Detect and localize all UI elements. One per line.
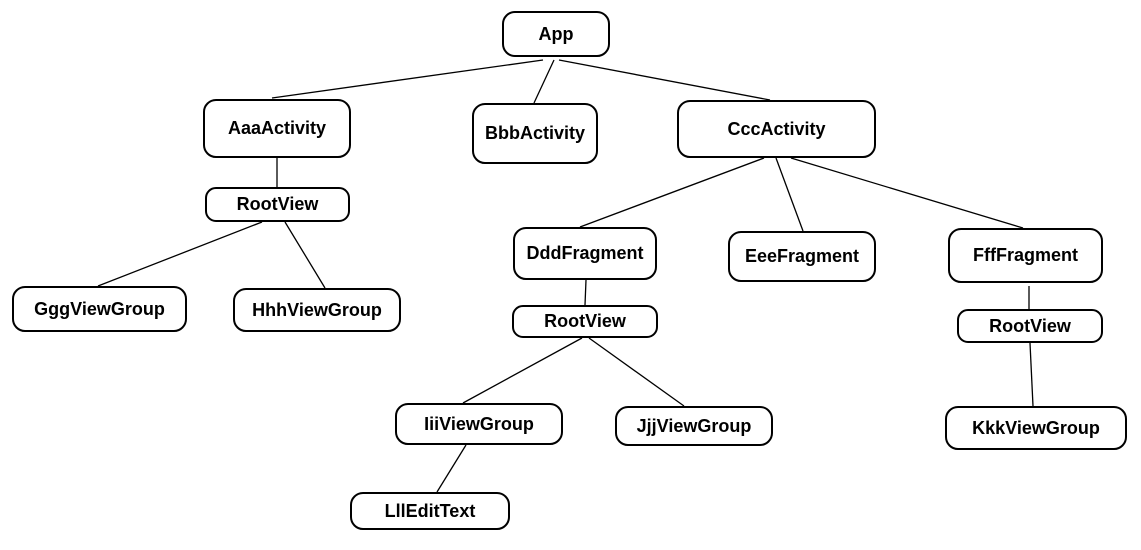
node-ddd-fragment: DddFragment [513,227,657,280]
node-root-view-under-ddd: RootView [512,305,658,338]
edge-root-view-ggg-view-group [97,221,263,287]
edge-root-view-iii-view-group [462,337,583,404]
node-fff-fragment: FffFragment [948,228,1103,283]
node-root-view-under-aaa: RootView [205,187,350,222]
node-jjj-view-group: JjjViewGroup [615,406,773,446]
node-root-view-label: RootView [544,311,626,331]
node-eee-fragment-label: EeeFragment [744,246,860,266]
node-root-view-label: RootView [989,315,1071,336]
node-app: App [502,11,610,57]
edge-ccc-activity-fff-fragment [790,157,1024,229]
node-kkk-view-group: KkkViewGroup [945,406,1127,450]
node-iii-view-group-label: IiiViewGroup [424,413,534,434]
edge-app-ccc-activity [558,59,771,101]
node-app-label: App [538,23,574,44]
node-ggg-view-group: GggViewGroup [12,286,187,332]
node-root-view-label: RootView [236,194,319,214]
node-fff-fragment-label: FffFragment [973,245,1078,265]
node-lll-edit-text-label: LllEditText [384,500,476,521]
node-aaa-activity: AaaActivity [203,99,351,158]
edge-app-aaa-activity [271,59,544,99]
node-ccc-activity-label: CccActivity [727,118,826,139]
edge-root-view-hhh-view-group [284,221,326,289]
node-bbb-activity-label: BbbActivity [484,123,585,143]
node-ggg-view-group-label: GggViewGroup [34,298,165,319]
node-ccc-activity: CccActivity [677,100,876,158]
edge-iii-view-group-lll-edit-text [436,444,467,493]
edge-root-view-kkk-view-group [1029,342,1034,407]
node-hhh-view-group-label: HhhViewGroup [252,299,382,320]
node-bbb-activity: BbbActivity [472,103,598,164]
edge-app-bbb-activity [533,59,555,104]
node-iii-view-group: IiiViewGroup [395,403,563,445]
edge-ccc-activity-ddd-fragment [579,157,765,228]
node-ddd-fragment-label: DddFragment [526,243,644,263]
edge-ccc-activity-eee-fragment [775,157,804,232]
node-root-view-under-fff: RootView [957,309,1103,343]
node-kkk-view-group-label: KkkViewGroup [972,417,1100,438]
node-eee-fragment: EeeFragment [728,231,876,282]
node-aaa-activity-label: AaaActivity [227,118,327,138]
node-lll-edit-text: LllEditText [350,492,510,530]
edge-ddd-fragment-root-view [584,279,587,306]
node-jjj-view-group-label: JjjViewGroup [636,415,752,436]
edge-root-view-jjj-view-group [588,337,685,407]
node-hhh-view-group: HhhViewGroup [233,288,401,332]
